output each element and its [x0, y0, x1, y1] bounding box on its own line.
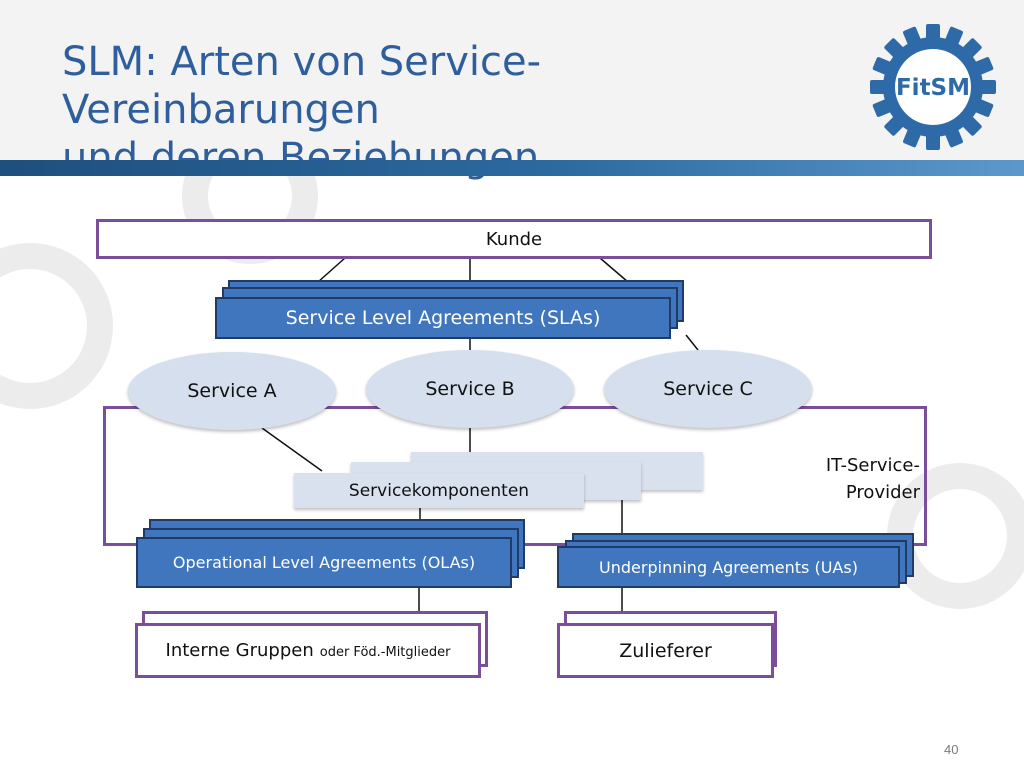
provider-label: IT-Service- Provider [825, 455, 920, 503]
suppliers-label: Zulieferer [619, 639, 712, 662]
title-accent-bar [0, 160, 1024, 176]
title-line-1: SLM: Arten von Service-Vereinbarungen [62, 39, 542, 133]
page-number: 40 [944, 742, 959, 757]
ola-label: Operational Level Agreements (OLAs) [172, 553, 476, 572]
service-c-ellipse: Service C [604, 350, 812, 428]
customer-box: Kunde [96, 219, 932, 259]
sla-label: Service Level Agreements (SLAs) [285, 307, 601, 329]
ua-box: Underpinning Agreements (UAs) [557, 546, 900, 588]
internal-groups-suffix: oder Föd.-Mitglieder [319, 645, 451, 660]
service-b-ellipse: Service B [366, 350, 574, 428]
ua-label: Underpinning Agreements (UAs) [599, 557, 858, 577]
internal-groups-label: Interne Gruppen [165, 640, 314, 661]
service-b-label: Service B [425, 378, 515, 400]
components-box: Servicekomponenten [294, 473, 584, 508]
sla-box: Service Level Agreements (SLAs) [215, 297, 671, 339]
suppliers-box: Zulieferer [557, 623, 774, 678]
components-label: Servicekomponenten [348, 480, 530, 501]
customer-label: Kunde [485, 228, 543, 250]
service-c-label: Service C [663, 378, 753, 400]
service-a-ellipse: Service A [128, 352, 336, 430]
internal-groups-box: Interne Gruppen oder Föd.-Mitglieder [135, 623, 481, 678]
service-a-label: Service A [187, 380, 277, 402]
logo-text: FitSM [896, 75, 970, 101]
title-area: SLM: Arten von Service-Vereinbarungen un… [0, 0, 1024, 181]
ola-box: Operational Level Agreements (OLAs) [136, 537, 512, 588]
fitsm-gear-logo: FitSM [870, 24, 996, 150]
